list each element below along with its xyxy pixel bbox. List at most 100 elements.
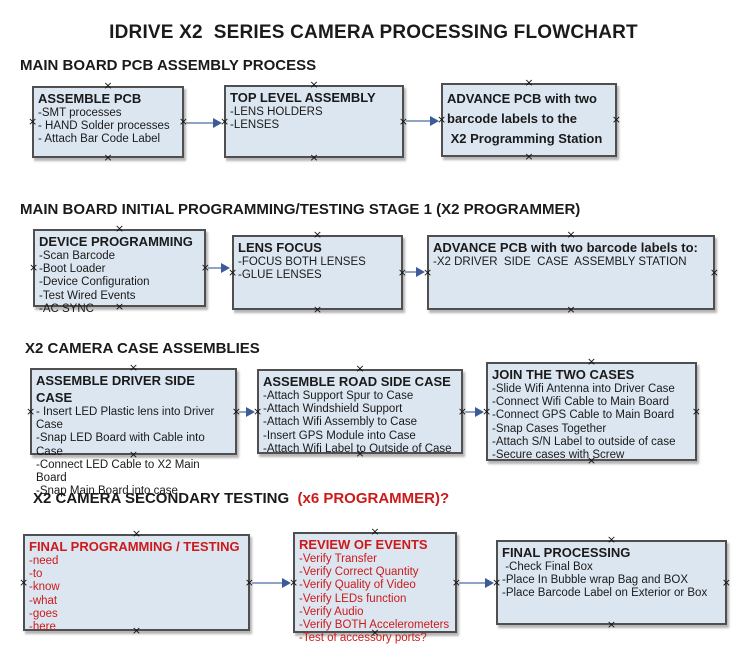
anchor-handle-icon: × [611, 113, 621, 126]
section-heading-initial-programming: MAIN BOARD INITIAL PROGRAMMING/TESTING S… [20, 201, 581, 218]
box-item: -Slide Wifi Antenna into Driver Case [492, 383, 675, 395]
box-final-programming-testing[interactable]: FINAL PROGRAMMING / TESTING -need-to-kno… [19, 528, 254, 636]
box-item: -Attach Wifi Assembly to Case [263, 416, 418, 429]
box-advance-pcb-programming-station[interactable]: ADVANCE PCB with two barcode labels to t… [437, 77, 621, 162]
box-items: -need-to-know-what-goes-here [29, 555, 244, 634]
box-item: - HAND Solder processes [38, 120, 170, 133]
box-item: - Attach Bar Code Label [38, 133, 161, 146]
box-item: -Verify Correct Quantity [299, 566, 419, 579]
box-join-the-two-cases[interactable]: JOIN THE TWO CASES -Slide Wifi Antenna i… [482, 356, 701, 466]
anchor-handle-icon: × [709, 265, 719, 279]
box-title: ASSEMBLE ROAD SIDE CASE [263, 374, 451, 389]
box-items: -Verify Transfer-Verify Correct Quantity… [299, 553, 451, 645]
box-title: TOP LEVEL ASSEMBLY [230, 90, 376, 105]
box-item: -LENS HOLDERS [230, 106, 323, 118]
flow-arrow [239, 406, 255, 418]
arrow-head-icon [213, 118, 222, 128]
anchor-handle-icon: × [721, 575, 731, 589]
flow-arrow [186, 117, 222, 129]
anchor-handle-icon: × [26, 404, 36, 418]
box-item: -Scan Barcode [39, 250, 116, 262]
box-item: -goes [29, 607, 58, 620]
arrow-head-icon [416, 267, 425, 277]
arrow-line [239, 411, 248, 413]
box-item: -Snap Cases Together [492, 422, 607, 435]
box-item: -Test Wired Events [39, 289, 136, 302]
anchor-handle-icon: × [128, 361, 139, 374]
box-lens-focus[interactable]: LENS FOCUS -FOCUS BOTH LENSES-GLUE LENSE… [228, 229, 407, 315]
box-title: FINAL PROGRAMMING / TESTING [29, 539, 240, 554]
box-review-of-events[interactable]: REVIEW OF EVENTS -Verify Transfer-Verify… [289, 526, 461, 644]
box-item: -GLUE LENSES [238, 269, 322, 282]
box-item: -need [29, 555, 59, 567]
box-items: -LENS HOLDERS-LENSES [230, 106, 398, 132]
section-heading-pcb-assembly: MAIN BOARD PCB ASSEMBLY PROCESS [20, 57, 317, 74]
arrow-head-icon [475, 407, 484, 417]
box-items: -FOCUS BOTH LENSES-GLUE LENSES [238, 256, 397, 282]
section-heading-secondary-testing: X2 CAMERA SECONDARY TESTING (x6 PROGRAMM… [33, 490, 449, 507]
flow-arrow [406, 115, 439, 127]
heading-black-part: X2 CAMERA SECONDARY TESTING [33, 490, 298, 507]
arrow-head-icon [485, 578, 494, 588]
arrow-head-icon [430, 116, 439, 126]
box-assemble-pcb[interactable]: ASSEMBLE PCB -SMT processes- HAND Solder… [28, 80, 188, 163]
box-assemble-driver-side-case[interactable]: ASSEMBLE DRIVER SIDE CASE - Insert LED P… [26, 362, 241, 497]
box-final-processing[interactable]: FINAL PROCESSING -Check Final Box-Place … [492, 534, 731, 630]
box-item: -Attach Windshield Support [263, 403, 403, 416]
anchor-handle-icon: × [309, 78, 319, 91]
box-title: ASSEMBLE PCB [38, 91, 142, 106]
anchor-handle-icon: × [131, 527, 142, 540]
box-advance-pcb-driver-station[interactable]: ADVANCE PCB with two barcode labels to: … [423, 229, 719, 315]
box-item: -Secure cases with Screw [492, 449, 625, 462]
anchor-handle-icon: × [312, 228, 323, 241]
box-top-level-assembly[interactable]: TOP LEVEL ASSEMBLY -LENS HOLDERS-LENSES … [220, 79, 408, 163]
box-item: -AC SYNC [39, 302, 94, 315]
box-title: ADVANCE PCB with two barcode labels to t… [447, 91, 603, 146]
box-item: -Verify Transfer [299, 553, 377, 565]
box-items: -X2 DRIVER SIDE CASE ASSEMBLY STATION [433, 256, 709, 269]
box-items: -Slide Wifi Antenna into Driver Case-Con… [492, 383, 691, 462]
arrow-line [406, 120, 432, 122]
anchor-handle-icon: × [566, 303, 576, 316]
box-item: -SMT processes [38, 107, 122, 119]
box-item: -to [29, 568, 43, 581]
box-item: -Verify Audio [299, 605, 364, 618]
arrow-line [186, 122, 215, 124]
arrow-line [252, 582, 284, 584]
anchor-handle-icon: × [566, 228, 576, 241]
anchor-handle-icon: × [370, 525, 380, 538]
box-item: -Snap LED Board with Cable into Case [36, 432, 208, 458]
arrow-line [465, 411, 477, 413]
box-item: -Device Configuration [39, 276, 150, 289]
box-assemble-road-side-case[interactable]: ASSEMBLE ROAD SIDE CASE -Attach Support … [253, 363, 467, 459]
anchor-handle-icon: × [355, 362, 365, 375]
box-item: -Verify Quality of Video [299, 579, 416, 592]
box-items: -SMT processes- HAND Solder processes- A… [38, 107, 178, 147]
anchor-handle-icon: × [586, 355, 597, 368]
anchor-handle-icon: × [524, 76, 534, 89]
box-item: -Connect Wifi Cable to Main Board [492, 396, 670, 409]
box-items: -Check Final Box-Place In Bubble wrap Ba… [502, 561, 721, 601]
box-title: DEVICE PROGRAMMING [39, 234, 193, 249]
box-item: -Attach S/N Label to outside of case [492, 435, 676, 448]
box-item: -Attach Support Spur to Case [263, 390, 414, 402]
anchor-handle-icon: × [606, 533, 617, 546]
box-item: -Connect LED Cable to X2 Main Board [36, 458, 203, 485]
box-item: -Verify LEDs function [299, 592, 407, 605]
flow-arrow [208, 262, 230, 274]
box-device-programming[interactable]: DEVICE PROGRAMMING -Scan Barcode-Boot Lo… [29, 223, 210, 315]
arrow-line [405, 271, 418, 273]
box-item: -Place In Bubble wrap Bag and BOX [502, 574, 689, 587]
flow-arrow [405, 266, 425, 278]
box-item: -Boot Loader [39, 263, 106, 276]
section-heading-case-assemblies: X2 CAMERA CASE ASSEMBLIES [25, 340, 260, 357]
heading-red-part: (x6 PROGRAMMER)? [297, 490, 450, 507]
box-title: JOIN THE TWO CASES [492, 367, 635, 382]
box-items: -Scan Barcode-Boot Loader-Device Configu… [39, 250, 200, 316]
flow-arrow [459, 577, 494, 589]
flow-arrow [252, 577, 291, 589]
arrow-head-icon [221, 263, 230, 273]
box-title: LENS FOCUS [238, 240, 322, 255]
box-item: -LENSES [230, 119, 280, 132]
